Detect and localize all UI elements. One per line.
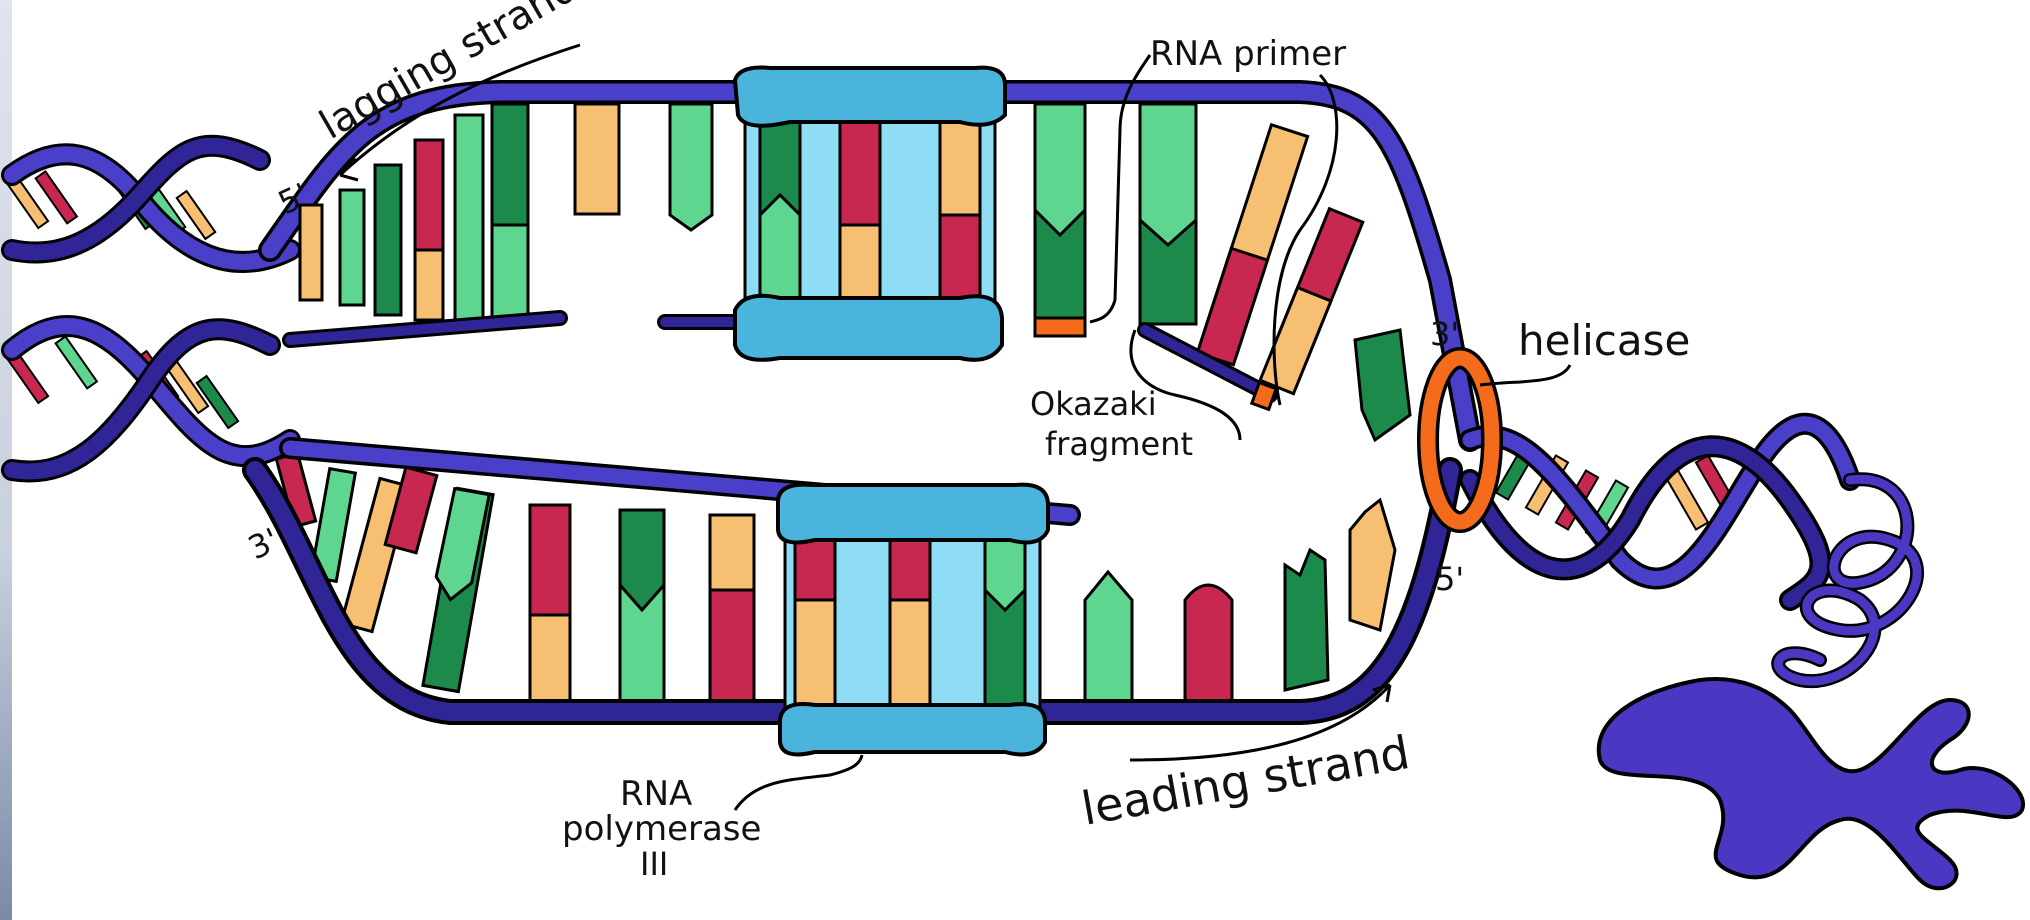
left-parental-helix-top xyxy=(7,146,290,262)
five-prime-right-label: 5' xyxy=(1435,560,1464,598)
rna-polymerase-label-line2: polymerase xyxy=(562,809,761,849)
bottom-rna-polymerase xyxy=(778,485,1048,755)
left-parental-helix-bottom xyxy=(7,326,290,472)
okazaki-label-line2: fragment xyxy=(1045,425,1193,463)
rna-primer-label: RNA primer xyxy=(1150,34,1346,74)
leading-strand-label: leading strand xyxy=(1078,725,1414,836)
lagging-strand-label: lagging strand xyxy=(312,0,585,149)
three-prime-right-label: 3' xyxy=(1430,315,1459,353)
helicase-label: helicase xyxy=(1518,316,1690,365)
okazaki-label-line1: Okazaki xyxy=(1030,385,1157,423)
right-parental-helix xyxy=(1470,424,1850,600)
chromosome-shape xyxy=(1599,679,2023,888)
rna-polymerase-label-line3: III xyxy=(640,845,668,883)
top-rna-polymerase xyxy=(735,68,1005,360)
rna-polymerase-label-line1: RNA xyxy=(620,774,692,814)
